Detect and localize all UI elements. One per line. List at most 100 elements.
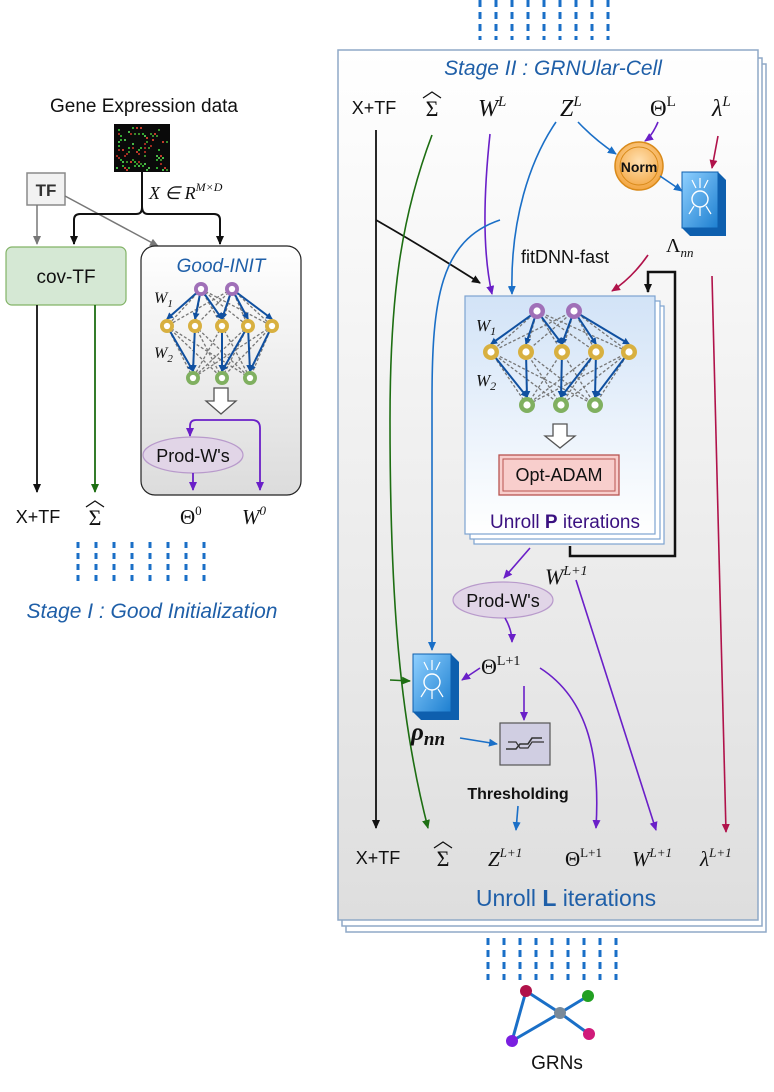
matrix-speckle (150, 145, 152, 147)
net-edge-dashed (192, 325, 249, 379)
net-edge-strong (490, 351, 528, 398)
net-node-core (557, 401, 565, 409)
thresholding-label: Thresholding (467, 786, 568, 803)
svg-text:Σ: Σ (89, 505, 102, 530)
edge-init-to-w0 (221, 419, 264, 491)
norm-node: Norm (614, 141, 664, 191)
matrix-speckle (120, 159, 122, 161)
matrix-speckle (146, 137, 148, 139)
stage2-output-theta: ΘL+1 (565, 845, 602, 871)
edge-lambdal-to-cube (709, 135, 719, 169)
net-edge-strong (189, 325, 197, 372)
matrix-speckle (158, 157, 160, 159)
matrix-speckle (164, 167, 166, 169)
stage2-input-lambdal: λL (711, 94, 731, 122)
net-edge-dashed (200, 288, 273, 327)
grn-graph-icon (506, 985, 595, 1047)
matrix-speckle (120, 139, 122, 141)
matrix-speckle (162, 157, 164, 159)
net-edge-strong (166, 325, 194, 372)
matrix-speckle (144, 163, 146, 165)
fitdnn-label: fitDNN-fast (521, 247, 609, 267)
matrix-speckle (136, 151, 138, 153)
stage1-prodw-label: Prod-W's (156, 446, 229, 466)
edge-zl-to-norm (577, 121, 617, 155)
net-node-core (218, 374, 226, 382)
loop-back-arrow (568, 270, 677, 558)
matrix-speckle (140, 163, 142, 165)
stage2-output-w: WL+1 (632, 845, 672, 871)
matrix-speckle (126, 153, 128, 155)
net-edge-dashed (166, 288, 202, 327)
matrix-speckle (128, 131, 130, 133)
net-node-core (218, 322, 226, 330)
stage1-output-sigma: Σ (85, 500, 105, 530)
matrix-speckle (138, 161, 140, 163)
net-edge-dashed (490, 351, 596, 406)
edge-lambdann-to-fitdnn (611, 254, 649, 292)
matrix-speckle (162, 169, 164, 171)
stage2-output-xtf: X+TF (356, 848, 401, 868)
net-edge-strong (560, 351, 597, 398)
covtf-label: cov-TF (36, 267, 95, 288)
matrix-speckle (156, 135, 158, 137)
matrix-speckle (132, 159, 134, 161)
edge-rho-to-threshold (459, 737, 498, 747)
stage2-output-sigma: Σ (433, 841, 453, 871)
net-edge-strong (490, 310, 538, 345)
matrix-speckle (152, 135, 154, 137)
net-node-core (625, 348, 633, 356)
matrix-speckle (122, 149, 124, 151)
matrix-speckle (162, 141, 164, 143)
net-edge-strong (594, 351, 630, 398)
matrix-speckle (118, 129, 120, 131)
edge-zl-to-fitdnn (507, 121, 557, 295)
threshold-icon (499, 722, 551, 766)
edge-threshold-to-zoutput (512, 805, 521, 831)
edge-zl-to-rho (428, 219, 501, 651)
matrix-speckle (144, 143, 146, 145)
net-edge-strong (221, 325, 249, 372)
net-node-core (244, 322, 252, 330)
matrix-speckle (128, 167, 130, 169)
fitdnn-w2-label: W2 (476, 371, 496, 393)
edge-prodw-to-thetanext (504, 617, 516, 643)
stage1-output-w0: W0 (242, 503, 267, 529)
net-edge-dashed (525, 351, 562, 406)
matrix-speckle (152, 139, 154, 141)
net-edge-strong (246, 325, 254, 372)
matrix-speckle (130, 133, 132, 135)
edge-fitdnn-to-prodw (503, 547, 531, 579)
net-edge-dashed (166, 325, 251, 379)
matrix-speckle (142, 165, 144, 167)
stage2-input-thetal: ΘL (650, 94, 676, 121)
stage2-prodw-label: Prod-W's (466, 591, 539, 611)
edge-sigma-to-output (389, 134, 433, 829)
net-node-core (163, 322, 171, 330)
goodinit-network (160, 282, 279, 385)
net-node-core (191, 322, 199, 330)
matrix-speckle (144, 135, 146, 137)
stage2-output-lambda: λL+1 (699, 845, 732, 871)
net-edge-strong (249, 325, 273, 372)
edge-thetal-to-norm (644, 121, 659, 142)
stage2-title: Stage II : GRNUlar-Cell (444, 57, 663, 80)
matrix-speckle (134, 161, 136, 163)
w-next-label: WL+1 (545, 564, 588, 589)
matrix-speckle (122, 165, 124, 167)
matrix-speckle (132, 147, 134, 149)
net-edge-dashed (166, 288, 233, 327)
net-node-core (197, 285, 205, 293)
edge-lambdal-to-output (711, 275, 730, 833)
matrix-speckle (138, 149, 140, 151)
matrix-speckle (140, 127, 142, 129)
optadam-label: Opt-ADAM (515, 465, 602, 485)
matrix-speckle (118, 145, 120, 147)
net-edge-dashed (231, 288, 273, 327)
edge-sigma-to-rho (389, 676, 411, 685)
net-node-core (592, 348, 600, 356)
norm-label: Norm (621, 159, 658, 175)
matrix-speckle (118, 157, 120, 159)
matrix-speckle (160, 155, 162, 157)
stage1-title: Stage I : Good Initialization (27, 600, 278, 623)
